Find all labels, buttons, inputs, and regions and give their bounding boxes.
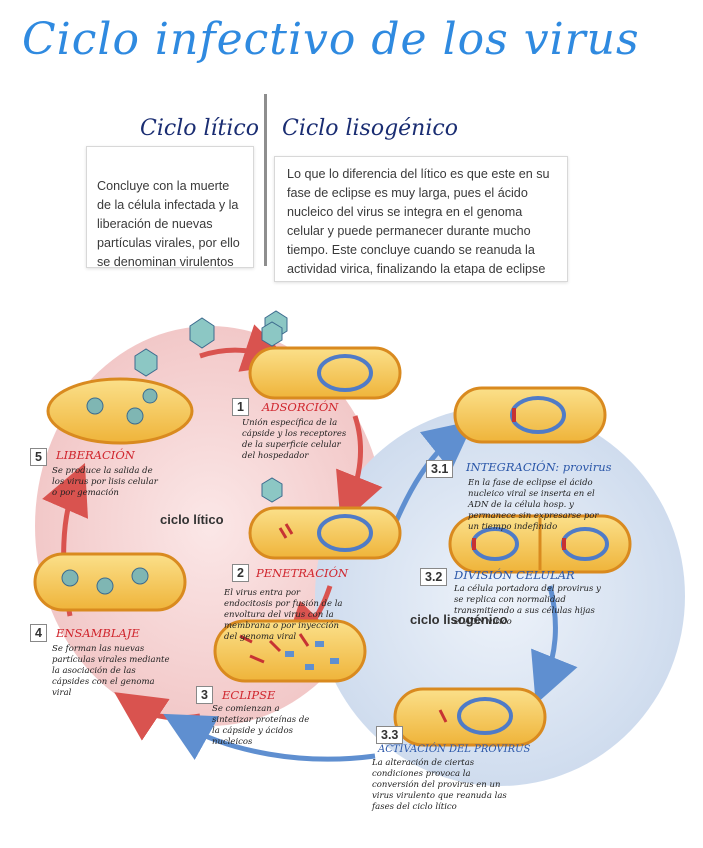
step-3-2-note: La célula portadora del provirus y se re… — [454, 584, 601, 627]
step-3-3-note: La alteración de ciertas condiciones pro… — [372, 758, 507, 812]
step-4-name: ENSAMBLAJE — [56, 626, 140, 640]
lysogenic-heading: Ciclo lisogénico — [282, 116, 458, 141]
cell-division — [448, 514, 632, 574]
lysogenic-description: Lo que lo diferencia del lítico es que e… — [287, 167, 550, 276]
cell-liberation — [46, 377, 194, 445]
step-5-name: LIBERACIÓN — [56, 448, 135, 462]
step-1-name: ADSORCIÓN — [262, 400, 339, 414]
step-4-note: Se forman las nuevas partículas virales … — [52, 644, 170, 698]
cell-activation — [393, 687, 547, 747]
step-3-3-name: ACTIVACIÓN DEL PROVIRUS — [378, 744, 531, 755]
step-3-2-number: 3.2 — [420, 568, 448, 586]
step-5-note: Se produce la salida de los virus por li… — [52, 466, 158, 498]
cell-penetration — [248, 477, 402, 560]
step-4-number: 4 — [30, 624, 47, 642]
cell-eclipse — [213, 619, 367, 683]
step-3-name: ECLIPSE — [222, 688, 276, 702]
step-2-note: El virus entra por endocitosis por fusió… — [224, 588, 343, 642]
lytic-cycle-label: ciclo lítico — [160, 512, 224, 527]
step-3-1-name: INTEGRACIÓN: provirus — [466, 460, 612, 474]
virus-cycle-diagram — [33, 310, 685, 786]
lysogenic-description-box: Lo que lo diferencia del lítico es que e… — [274, 156, 568, 282]
cell-integration — [453, 386, 607, 444]
step-5-number: 5 — [30, 448, 47, 466]
step-3-note: Se comienzan a sintetizar proteínas de l… — [212, 704, 310, 747]
page-title: Ciclo infectivo de los virus — [22, 14, 640, 65]
lytic-description-box: Concluye con la muerte de la célula infe… — [86, 146, 254, 269]
lysogenic-cycle-label: ciclo lisogénico — [410, 612, 508, 627]
step-3-1-number: 3.1 — [426, 460, 454, 478]
step-3-number: 3 — [196, 686, 213, 704]
step-1-number: 1 — [232, 398, 249, 416]
column-divider — [264, 94, 267, 266]
step-1-note: Unión específica de la cápside y los rec… — [242, 418, 347, 461]
step-2-name: PENETRACIÓN — [256, 566, 349, 580]
step-2-number: 2 — [232, 564, 249, 582]
lytic-heading: Ciclo lítico — [140, 116, 259, 141]
lytic-description: Concluye con la muerte de la célula infe… — [97, 179, 240, 269]
step-3-1-note: En la fase de eclipse el ácido nucleico … — [468, 478, 599, 532]
step-3-2-name: DIVISIÓN CELULAR — [454, 568, 575, 582]
cell-adsorption — [248, 321, 402, 400]
step-3-3-number: 3.3 — [376, 726, 404, 744]
cell-assembly — [33, 552, 187, 612]
